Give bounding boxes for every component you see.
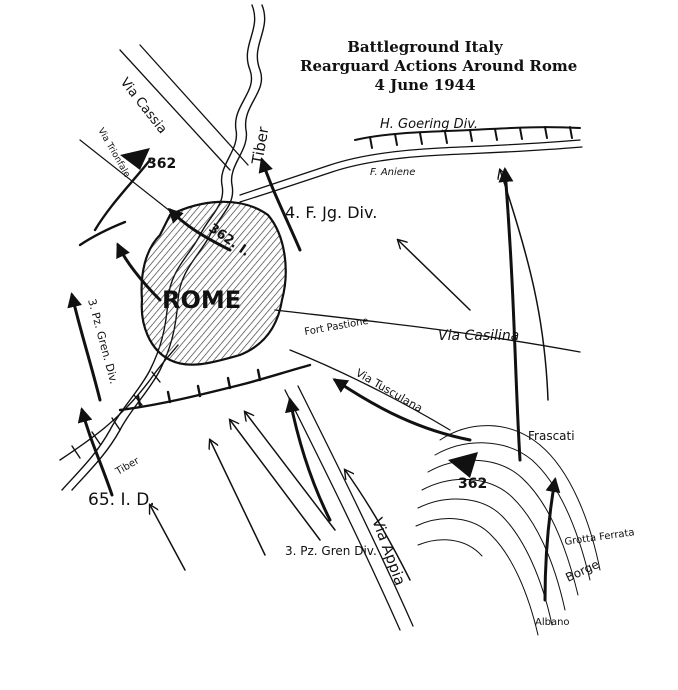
- allied-advance-arrows: [150, 170, 549, 581]
- german-defense-line: [78, 158, 312, 412]
- label-362-north: 362: [147, 156, 176, 172]
- alban-hills: [415, 425, 601, 636]
- title-line-2: Rearguard Actions Around Rome: [300, 57, 578, 75]
- label-4-fj-div: 4. F. Jg. Div.: [285, 203, 377, 222]
- division-symbol-362-north: [120, 148, 150, 170]
- label-3-pz-gren-west: 3. Pz. Gren. Div.: [85, 297, 120, 385]
- via-cassia-road: [119, 44, 249, 171]
- title-line-1: Battleground Italy: [347, 38, 503, 56]
- rome-city-area: [140, 200, 287, 366]
- via-appia-road: [284, 385, 414, 631]
- aniene-river: [239, 139, 583, 203]
- label-via-cassia: Via Cassia: [117, 75, 170, 137]
- via-casilina-road: [274, 309, 581, 353]
- division-symbol-362-frascati: [448, 452, 478, 478]
- label-albano: Albano: [535, 617, 570, 628]
- german-withdrawal-arrows: [67, 157, 561, 602]
- label-3-pz-gren-south: 3. Pz. Gren Div.: [285, 544, 377, 558]
- label-tiber-south: Tiber: [113, 455, 142, 478]
- map-title: Battleground Italy Rearguard Actions Aro…: [300, 38, 578, 95]
- label-h-goering: H. Goering Div.: [380, 117, 478, 132]
- label-via-tusculana: Via Tusculana: [354, 366, 425, 415]
- label-tiber-north: Tiber: [248, 125, 273, 167]
- label-frascati: Frascati: [528, 429, 575, 443]
- title-line-3: 4 June 1944: [374, 76, 476, 94]
- via-trionfale-road: [79, 139, 176, 216]
- label-via-trionfale: Via Trionfale: [95, 127, 131, 180]
- label-aniene: F. Aniene: [370, 167, 415, 178]
- label-via-casilina: Via Casilina: [438, 328, 519, 344]
- label-362-frascati: 362: [458, 476, 487, 492]
- label-rome: ROME: [162, 286, 241, 314]
- via-tusculana-road: [289, 349, 451, 431]
- label-grotta-ferrata: Grotta Ferrata: [564, 527, 635, 548]
- h-goering-front-line: [354, 126, 581, 149]
- label-fort-pastione: Fort Pastione: [304, 316, 370, 338]
- label-65-id: 65. I. D.: [88, 490, 155, 510]
